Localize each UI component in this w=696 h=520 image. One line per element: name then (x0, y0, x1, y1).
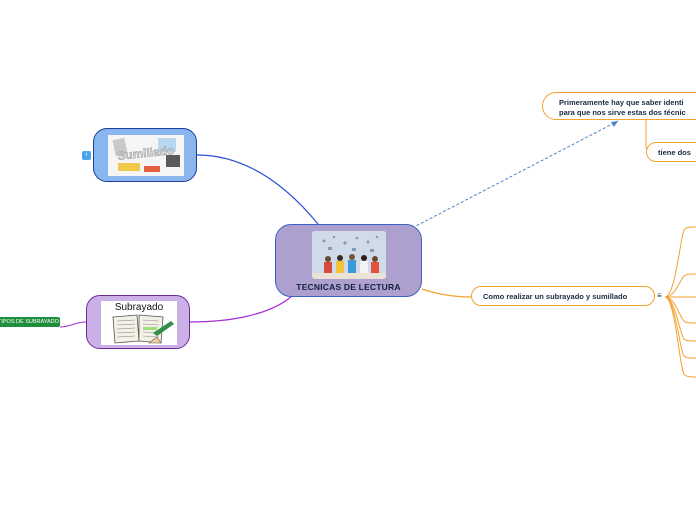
tiene-dos-node[interactable]: tiene dos (646, 142, 696, 162)
tipos-subrayado-tag[interactable]: TIPOS DE SUBRAYADO (0, 317, 60, 327)
primeramente-line1: Primeramente hay que saber identi (559, 98, 684, 107)
students-studying-image (312, 231, 386, 279)
subrayado-node[interactable]: Subrayado (86, 295, 190, 349)
arrowhead (611, 121, 618, 127)
central-title: TECNICAS DE LECTURA (296, 282, 401, 292)
connector-subrayado-tag (59, 321, 87, 328)
sumillado-image: Sumillado (108, 135, 184, 176)
book-highlighting-image: Subrayado (101, 301, 177, 345)
subrayado-label: Subrayado (114, 302, 164, 313)
connector-sumillado (196, 154, 319, 225)
list-icon[interactable]: ≡ (657, 291, 662, 300)
sumillado-label: Sumillado (117, 143, 175, 163)
connector-como (421, 288, 472, 298)
sumillado-node[interactable]: Sumillado (93, 128, 197, 182)
fan-end-ticks (690, 226, 696, 342)
connector-subrayado (189, 295, 293, 323)
como-realizar-node[interactable]: Como realizar un subrayado y sumillado (471, 286, 655, 306)
info-icon[interactable]: i (82, 151, 91, 160)
primeramente-node[interactable]: Primeramente hay que saber identi para q… (542, 92, 696, 120)
primeramente-line2: para que nos sirve estas dos técnic (559, 108, 686, 117)
connector-como-children (664, 226, 696, 378)
central-topic[interactable]: TECNICAS DE LECTURA (275, 224, 422, 297)
connector-dashed-primeramente (411, 120, 619, 229)
